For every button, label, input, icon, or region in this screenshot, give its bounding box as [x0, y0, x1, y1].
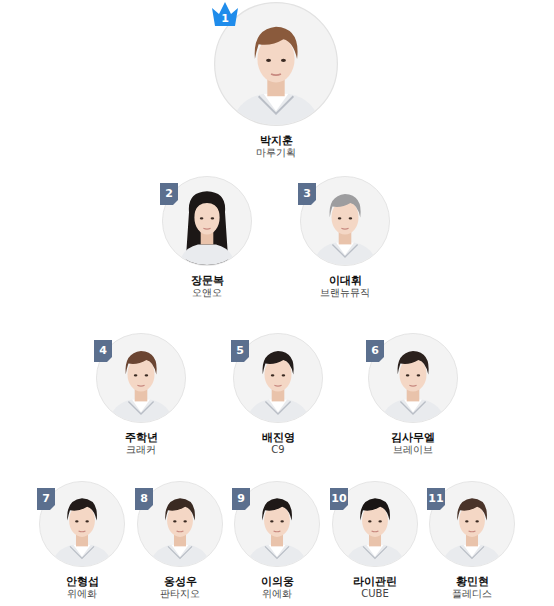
rank-number: 4	[94, 344, 112, 357]
ranking-entry: 주학년크래커 4	[86, 333, 196, 459]
rank-badge: 10	[330, 488, 348, 510]
rank-badge: 8	[135, 488, 153, 510]
agency-name: 크래커	[86, 444, 196, 456]
ranking-entry: 황민현플레디스 11	[425, 481, 519, 603]
rank-number: 2	[160, 187, 178, 200]
ranking-entry: 배진영C9 5	[223, 333, 333, 459]
contestant-name: 김사무엘	[358, 431, 468, 444]
contestant-name: 이의웅	[230, 575, 324, 588]
ranking-entry: 안형섭위에화 7	[35, 481, 129, 603]
rank-badge: 9	[232, 488, 250, 510]
agency-name: 위에화	[35, 588, 129, 600]
contestant-name: 주학년	[86, 431, 196, 444]
contestant-name: 황민현	[425, 575, 519, 588]
contestant-name: 장문복	[152, 274, 262, 287]
agency-name: 마루기획	[206, 147, 346, 159]
rank-number: 3	[298, 187, 316, 200]
ranking-entry: 김사무엘브레이브 6	[358, 333, 468, 459]
rank-number: 10	[330, 492, 348, 505]
ranking-entry: 이의웅위에화 9	[230, 481, 324, 603]
rank-number: 9	[232, 492, 250, 505]
contestant-name: 옹성우	[133, 575, 227, 588]
ranking-entry: 장문복오앤오 2	[152, 176, 262, 302]
crown-badge: 1	[210, 0, 240, 28]
contestant-name: 안형섭	[35, 575, 129, 588]
contestant-name: 배진영	[223, 431, 333, 444]
contestant-name: 이대휘	[290, 274, 400, 287]
rank-number: 7	[37, 492, 55, 505]
ranking-entry: 라이관린CUBE 10	[328, 481, 422, 603]
agency-name: C9	[223, 444, 333, 456]
agency-name: 플레디스	[425, 588, 519, 600]
ranking-entry: 박지훈마루기획 1	[206, 2, 346, 162]
contestant-name: 박지훈	[206, 134, 346, 147]
rank-badge: 7	[37, 488, 55, 510]
agency-name: CUBE	[328, 588, 422, 600]
rank-badge: 4	[94, 340, 112, 362]
rank-number: 5	[231, 344, 249, 357]
rank-badge: 2	[160, 183, 178, 205]
rank-badge: 3	[298, 183, 316, 205]
agency-name: 오앤오	[152, 287, 262, 299]
agency-name: 판타지오	[133, 588, 227, 600]
rank-badge: 11	[427, 488, 445, 510]
rank-badge: 6	[366, 340, 384, 362]
agency-name: 위에화	[230, 588, 324, 600]
rank-number: 11	[427, 492, 445, 505]
contestant-name: 라이관린	[328, 575, 422, 588]
rank-number: 1	[210, 12, 240, 25]
rank-badge: 5	[231, 340, 249, 362]
ranking-entry: 옹성우판타지오 8	[133, 481, 227, 603]
agency-name: 브레이브	[358, 444, 468, 456]
agency-name: 브랜뉴뮤직	[290, 287, 400, 299]
rank-number: 8	[135, 492, 153, 505]
ranking-entry: 이대휘브랜뉴뮤직 3	[290, 176, 400, 302]
rank-number: 6	[366, 344, 384, 357]
